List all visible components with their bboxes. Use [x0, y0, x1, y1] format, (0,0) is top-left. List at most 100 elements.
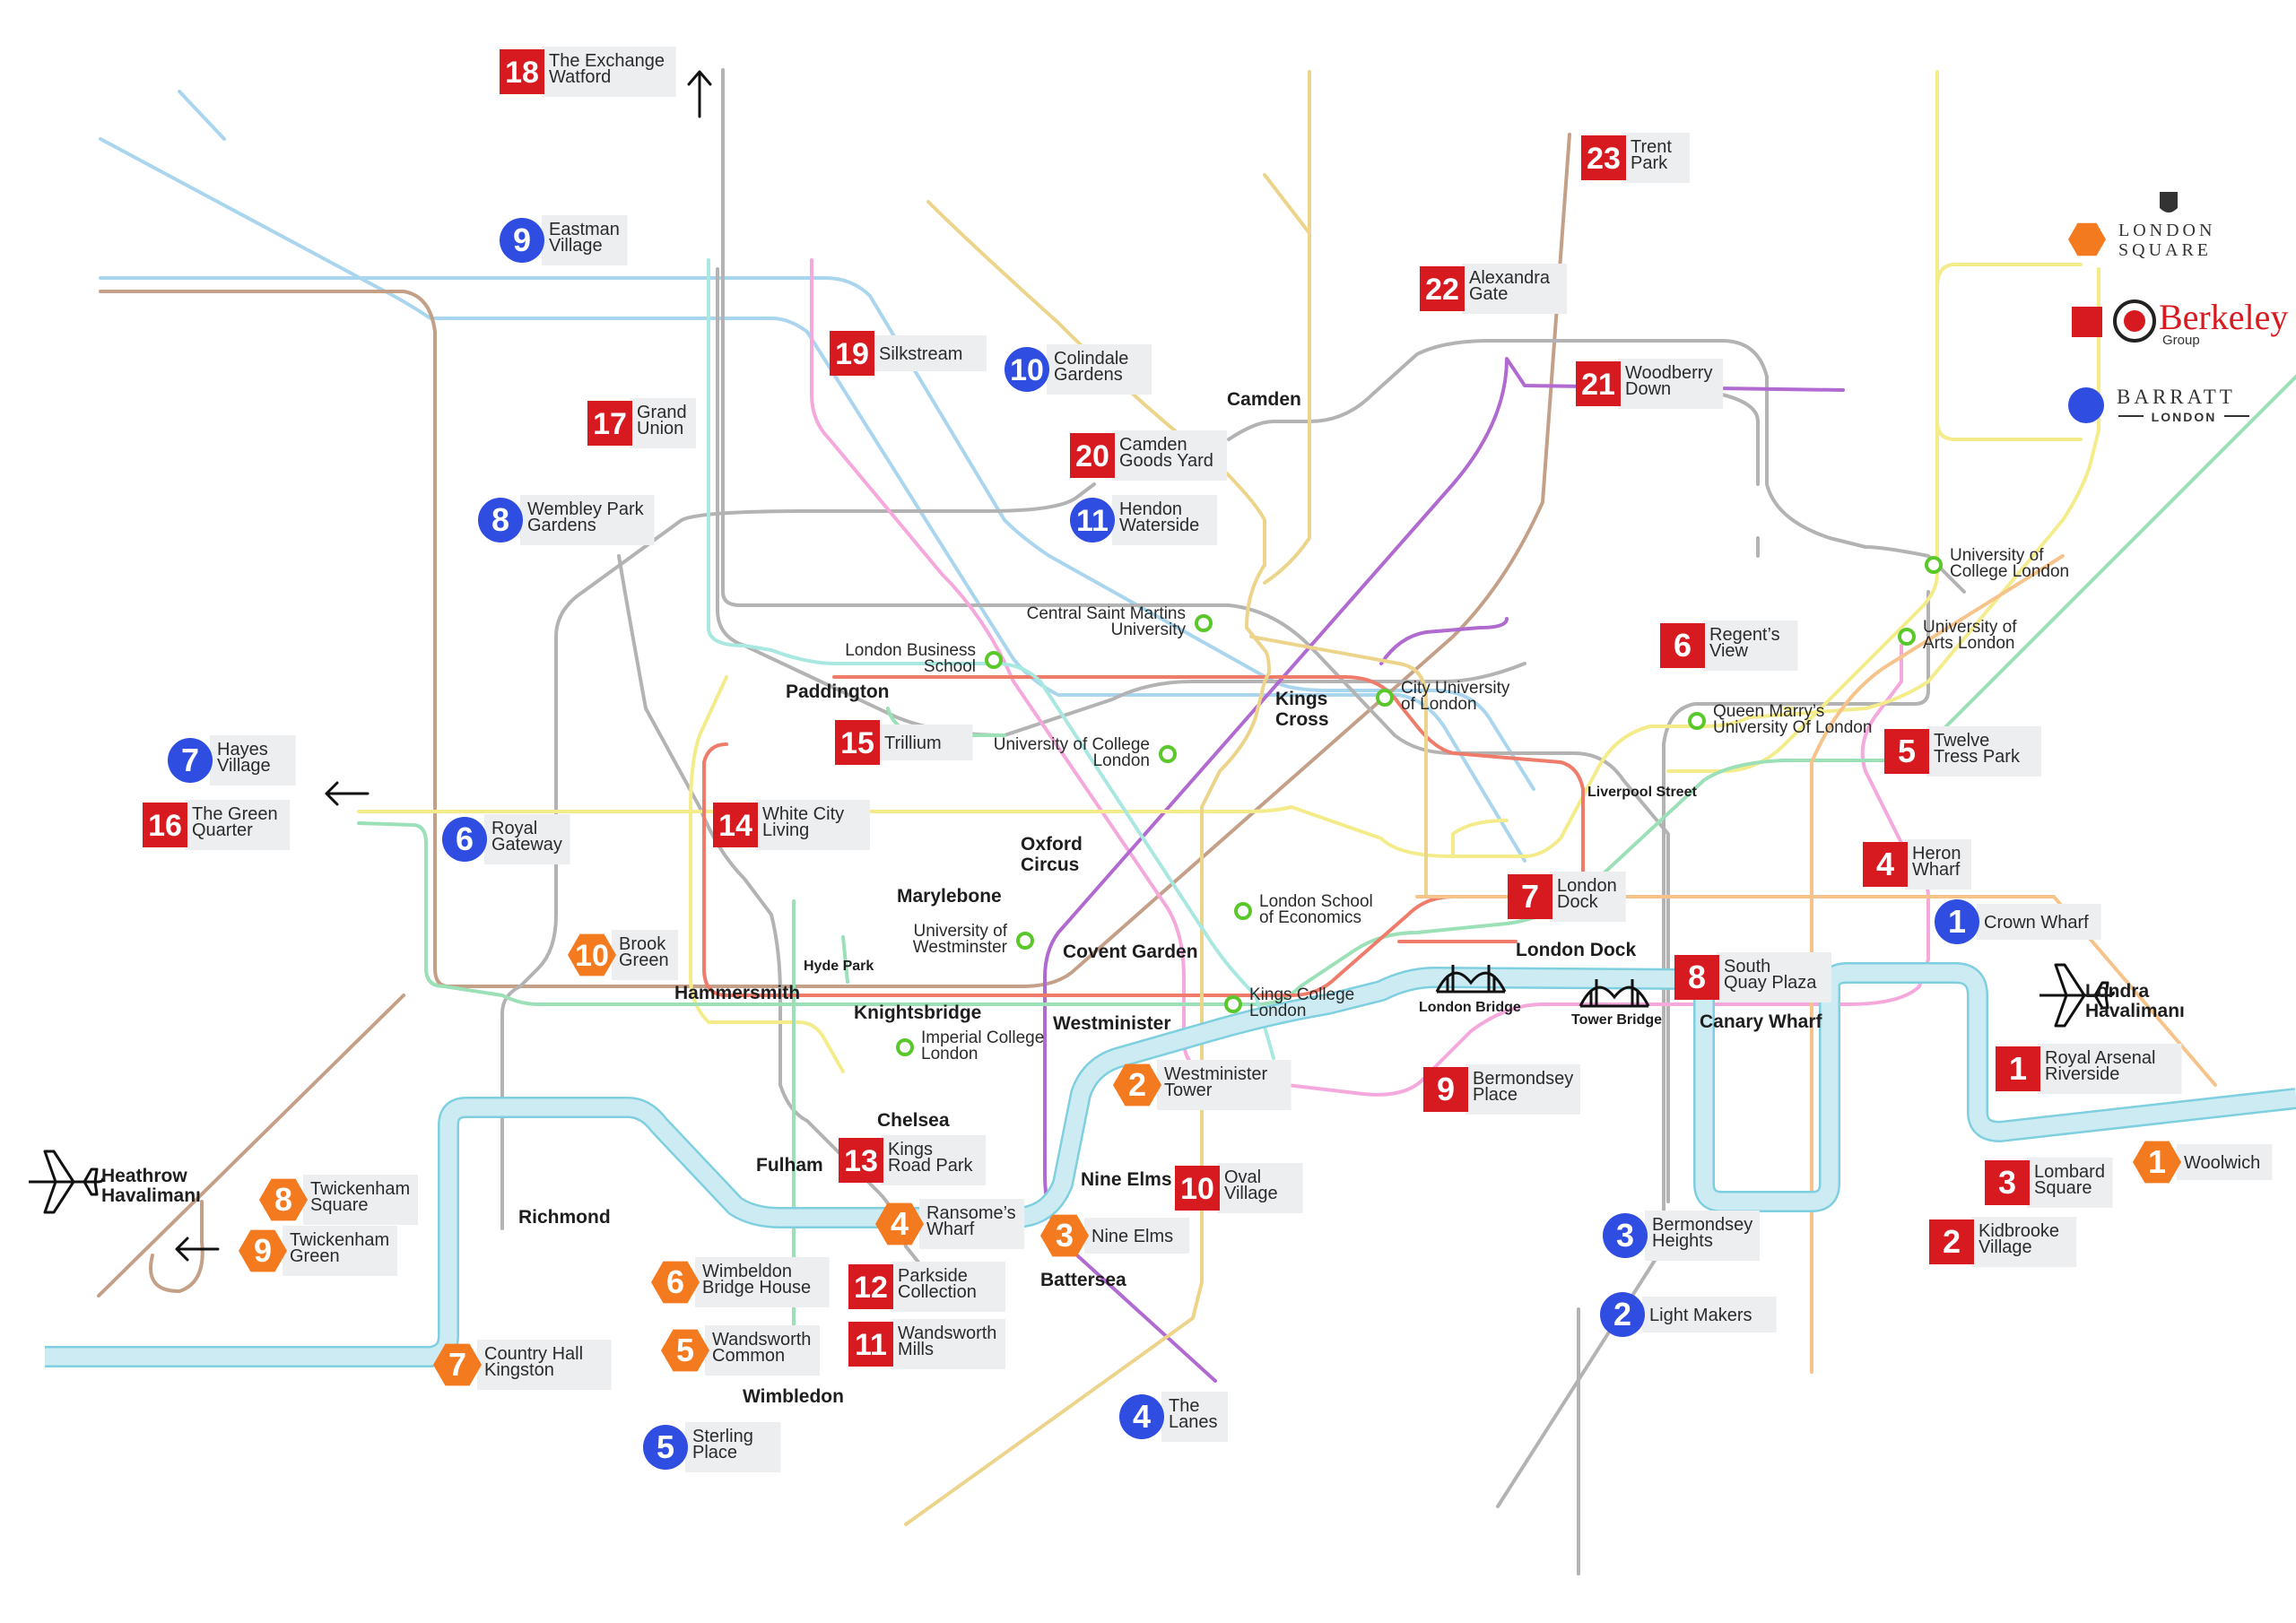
marker-label-line: Colindale	[1054, 349, 1128, 369]
berkeley-square-icon	[143, 803, 187, 847]
area-label: Chelsea	[877, 1110, 950, 1131]
university-icon	[1224, 995, 1242, 1013]
university-icon	[896, 1038, 914, 1056]
marker-number: 12	[854, 1271, 888, 1305]
marker-label-bg	[685, 1422, 781, 1472]
marker-number: 1	[2148, 1143, 2166, 1180]
marker-number: 3	[1616, 1217, 1634, 1254]
berkeley-square-icon	[587, 401, 632, 446]
marker-number: 3	[1998, 1164, 2016, 1201]
marker-number: 15	[840, 726, 874, 760]
marker-label-line: Crown Wharf	[1984, 913, 2089, 933]
university-label-line: University Of London	[1713, 718, 1872, 737]
airport-label-line: Londra	[2085, 981, 2149, 1002]
university-label-line: College London	[1950, 562, 2069, 581]
marker-number: 5	[657, 1428, 674, 1465]
marker-label: Woolwich	[2184, 1153, 2260, 1173]
development-marker-london_square[interactable]: Woolwich 1	[2133, 1141, 2273, 1184]
marker-number: 21	[1581, 368, 1615, 402]
london-square-hexagon-icon	[433, 1343, 482, 1386]
legend-london-square-line2: SQUARE	[2118, 240, 2212, 260]
area-label-line: Tower Bridge	[1571, 1012, 1662, 1028]
marker-label-line: Gardens	[527, 516, 596, 535]
london-square-hexagon-icon	[651, 1261, 700, 1304]
marker-label-bg	[2038, 1044, 2182, 1094]
area-label-line: Liverpool Street	[1587, 785, 1697, 800]
university-label-line: Central Saint Martins	[1027, 604, 1186, 623]
marker-label-line: Parkside	[898, 1266, 968, 1286]
university-label-line: University of College	[994, 735, 1150, 754]
marker-number: 10	[1010, 353, 1044, 387]
development-marker-barratt[interactable]: Crown Wharf 1	[1935, 899, 2101, 944]
marker-label-bg	[755, 800, 870, 850]
marker-number: 10	[575, 939, 609, 973]
marker-label-bg	[2177, 1144, 2273, 1180]
area-label-line: Paddington	[786, 681, 889, 702]
berkeley-square-icon	[1175, 1166, 1220, 1211]
university-label-line: London School	[1259, 892, 1373, 911]
yellow-line-13	[1666, 70, 2083, 773]
marker-label-line: Collection	[898, 1282, 977, 1302]
marker-number: 1	[1948, 903, 1966, 940]
area-label-line: Fulham	[756, 1155, 823, 1176]
area-label-line: Westminister	[1053, 1013, 1171, 1034]
marker-label-bg	[881, 1135, 987, 1185]
berkeley-square-icon	[1996, 1046, 2040, 1091]
marker-label-line: Lanes	[1169, 1412, 1218, 1432]
marker-label-line: Village	[1979, 1237, 2032, 1257]
university-label-line: University of	[913, 922, 1007, 941]
university-label-line: London	[921, 1045, 978, 1063]
marker-number: 2	[1943, 1223, 1961, 1260]
marker-label-line: Hendon	[1119, 499, 1182, 519]
marker-label-line: Ransome’s	[926, 1203, 1016, 1223]
area-label-line: Canary Wharf	[1700, 1011, 1823, 1032]
